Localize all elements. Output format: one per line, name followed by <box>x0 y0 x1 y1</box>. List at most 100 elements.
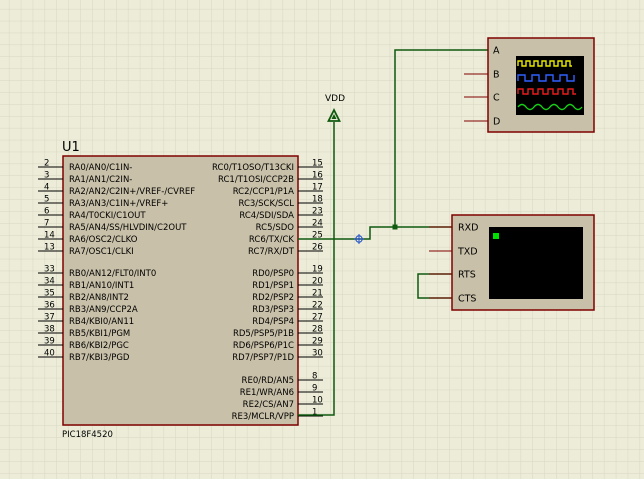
virtual-terminal[interactable]: RXD TXD RTS CTS <box>429 214 595 311</box>
pin-label: RD3/PSP3 <box>252 305 294 315</box>
terminal-pin[interactable]: RXD <box>429 223 478 234</box>
pin-number: 17 <box>312 183 323 193</box>
pin-number: 33 <box>44 265 55 275</box>
channel-label: B <box>493 70 500 81</box>
pin-number: 3 <box>44 171 49 181</box>
pin-label: RA3/AN3/C1IN+/VREF+ <box>69 199 168 209</box>
pin-number: 13 <box>44 243 55 253</box>
mcu-pin-left[interactable]: 3 RA1/AN1/C2IN- <box>38 171 132 186</box>
pin-number: 19 <box>312 265 323 275</box>
oscilloscope-channel-pin[interactable]: A <box>493 46 500 57</box>
terminal-pin[interactable]: CTS <box>429 294 476 305</box>
part-name: PIC18F4520 <box>62 430 113 440</box>
pin-label: RB3/AN9/CCP2A <box>69 305 138 315</box>
terminal-pin[interactable]: RTS <box>429 270 476 281</box>
pin-label: RD5/PSP5/P1B <box>233 329 294 339</box>
pin-label: RE1/WR/AN6 <box>240 388 294 398</box>
terminal-pin[interactable]: TXD <box>429 247 478 258</box>
pin-label: RC7/RX/DT <box>248 247 295 257</box>
oscilloscope-channel-pin[interactable]: D <box>464 117 500 128</box>
terminal-pin-label: TXD <box>457 247 478 258</box>
chip-body[interactable] <box>62 155 299 426</box>
pin-label: RC3/SCK/SCL <box>238 199 294 209</box>
mcu-pin-left[interactable]: 33 RB0/AN12/FLT0/INT0 <box>38 265 156 280</box>
pin-number: 30 <box>312 349 323 359</box>
pin-label: RA1/AN1/C2IN- <box>69 175 132 185</box>
pin-label: RB2/AN8/INT2 <box>69 293 129 303</box>
pin-number: 20 <box>312 277 323 287</box>
terminal-pins: RXD TXD RTS CTS <box>429 223 478 305</box>
power-arrow-icon <box>327 107 341 122</box>
oscilloscope-channel-pin[interactable]: B <box>464 70 500 81</box>
wire-tx-rxd[interactable] <box>298 226 455 240</box>
mcu-pin-right[interactable]: 30 RD7/PSP7/P1D <box>232 349 323 364</box>
pin-label: RB5/KBI1/PGM <box>69 329 130 339</box>
pin-label: RB4/KBI0/AN11 <box>69 317 134 327</box>
pin-label: RC5/SDO <box>256 223 295 233</box>
mcu-pin-left[interactable]: 36 RB3/AN9/CCP2A <box>38 301 138 316</box>
channel-label: C <box>493 93 500 104</box>
pin-number: 16 <box>312 171 323 181</box>
pin-label: RB0/AN12/FLT0/INT0 <box>69 269 156 279</box>
oscilloscope-pins: A B C D <box>464 46 500 128</box>
mcu-pin-right[interactable]: 28 RD5/PSP5/P1B <box>233 325 323 340</box>
vdd-label: VDD <box>325 94 345 104</box>
pin-number: 25 <box>312 231 323 241</box>
pin-number: 24 <box>312 219 323 229</box>
oscilloscope-channel-pin[interactable]: C <box>464 93 500 104</box>
mcu-pin-right[interactable]: 24 RC5/SDO <box>256 219 323 234</box>
pin-number: 39 <box>44 337 55 347</box>
pin-label: RD7/PSP7/P1D <box>232 353 294 363</box>
pin-label: RA2/AN2/C2IN+/VREF-/CVREF <box>69 187 195 197</box>
terminal-pin-label: RXD <box>458 223 478 234</box>
pin-number: 23 <box>312 207 323 217</box>
pin-number: 36 <box>44 301 55 311</box>
right-pin-group: 15RC0/T1OSO/T13CKI16RC1/T1OSI/CCP2B17RC2… <box>212 159 323 423</box>
channel-label: D <box>493 117 500 128</box>
wire-vdd-mclr[interactable] <box>298 122 335 416</box>
pin-label: RA0/AN0/C1IN- <box>69 163 132 173</box>
probe-marker[interactable] <box>354 234 364 244</box>
vdd-power-terminal[interactable]: VDD <box>325 94 345 122</box>
pin-label: RC0/T1OSO/T13CKI <box>212 163 294 173</box>
pin-label: RD6/PSP6/P1C <box>233 341 294 351</box>
pin-number: 21 <box>312 289 323 299</box>
terminal-screen <box>489 227 583 299</box>
pin-number: 28 <box>312 325 323 335</box>
pin-label: RE0/RD/AN5 <box>242 376 294 386</box>
terminal-cursor <box>493 233 499 239</box>
wire-rxd-scope-a[interactable] <box>394 49 488 227</box>
oscilloscope[interactable]: A B C D <box>464 37 595 133</box>
